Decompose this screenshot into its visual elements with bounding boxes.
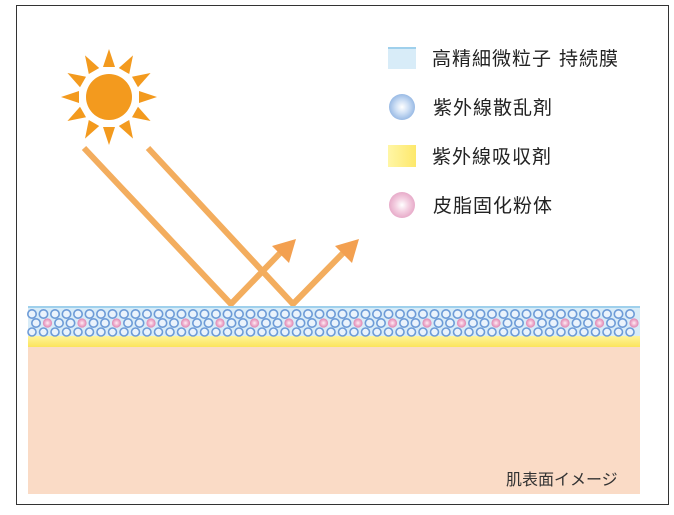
film-swatch-icon (388, 46, 416, 69)
skin-surface (28, 346, 640, 494)
legend-item-uv-absorber: 紫外線吸収剤 (388, 131, 619, 180)
legend-label: 皮脂固化粉体 (433, 195, 554, 217)
legend-label: 紫外線吸収剤 (432, 146, 553, 168)
pink-sphere-icon (389, 191, 415, 218)
arrowheads (272, 239, 359, 263)
legend-item-sebum-powder: 皮脂固化粉体 (388, 180, 619, 229)
legend-label: 高精細微粒子 持続膜 (432, 48, 620, 70)
legend: 高精細微粒子 持続膜 紫外線散乱剤 紫外線吸収剤 皮脂固化粉体 (388, 33, 619, 229)
legend-label: 紫外線散乱剤 (433, 97, 554, 119)
particle-layer (26, 308, 639, 337)
skin-surface-label: 肌表面イメージ (506, 470, 618, 489)
yellow-swatch-icon (388, 144, 416, 167)
legend-item-uv-scatterer: 紫外線散乱剤 (388, 82, 619, 131)
sun-icon (61, 49, 157, 145)
uv-ray-arrows (81, 145, 349, 309)
uv-absorber-layer (28, 335, 640, 347)
blue-sphere-icon (389, 93, 415, 120)
legend-item-film: 高精細微粒子 持続膜 (388, 33, 619, 82)
